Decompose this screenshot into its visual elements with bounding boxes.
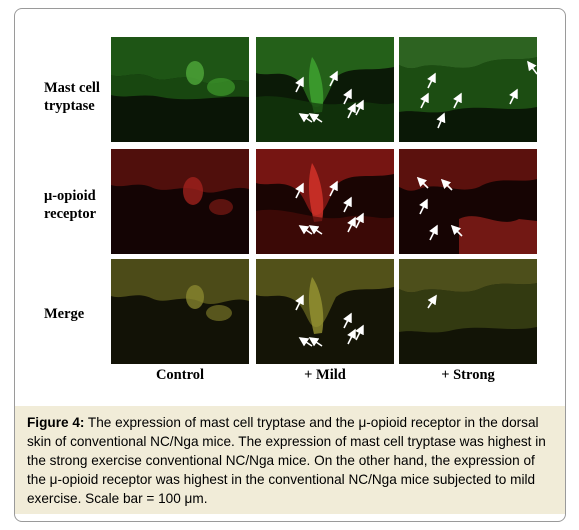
row-label-merge-line1: Merge: [44, 306, 85, 322]
micrograph-opioid-control: [111, 149, 249, 254]
row-label-opioid: μ-opioid receptor: [44, 187, 96, 223]
micrograph-opioid-mild: [256, 149, 394, 254]
micrograph-tryptase-mild: [256, 37, 394, 142]
micrograph-merge-strong: [399, 259, 537, 364]
figure-caption-label: Figure 4:: [27, 415, 85, 430]
figure-caption: Figure 4: The expression of mast cell tr…: [15, 406, 565, 514]
column-label-strong: + Strong: [441, 367, 495, 383]
micrograph-merge-control: [111, 259, 249, 364]
micrograph-opioid-strong: [399, 149, 537, 254]
column-label-mild: + Mild: [304, 367, 346, 383]
panel-opioid-control: [111, 149, 249, 254]
row-label-opioid-line2: receptor: [44, 206, 97, 222]
panel-tryptase-strong: [399, 37, 537, 142]
micrograph-tryptase-control: [111, 37, 249, 142]
panel-tryptase-control: [111, 37, 249, 142]
panel-opioid-mild: [256, 149, 394, 254]
micrograph-merge-mild: [256, 259, 394, 364]
panel-merge-control: [111, 259, 249, 364]
panel-merge-strong: [399, 259, 537, 364]
row-label-tryptase-line1: Mast cell: [44, 80, 100, 96]
micrograph-tryptase-strong: [399, 37, 537, 142]
column-label-control: Control: [155, 367, 205, 383]
row-label-opioid-line1: μ-opioid: [44, 188, 96, 204]
panel-tryptase-mild: [256, 37, 394, 142]
figure-caption-text: The expression of mast cell tryptase and…: [27, 415, 546, 506]
row-label-merge: Merge: [44, 305, 84, 323]
panel-opioid-strong: [399, 149, 537, 254]
row-label-tryptase: Mast cell tryptase: [44, 79, 100, 115]
row-label-tryptase-line2: tryptase: [44, 98, 95, 114]
panel-merge-mild: [256, 259, 394, 364]
